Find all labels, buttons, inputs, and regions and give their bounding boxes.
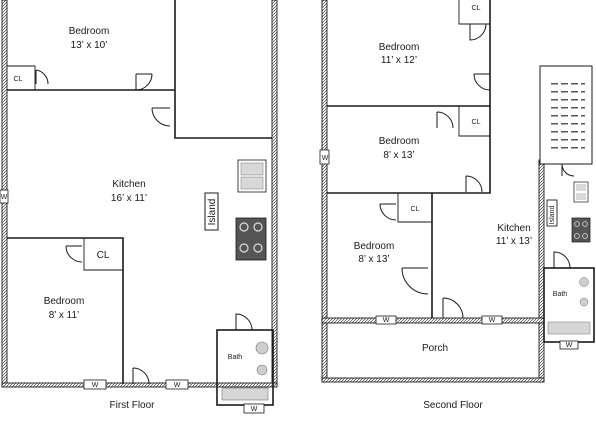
sf-bedroom-a-door bbox=[473, 73, 491, 91]
ff-island-label: Island bbox=[207, 199, 218, 226]
ff-window-bath bbox=[243, 403, 265, 414]
ff-closet-top-wall bbox=[7, 65, 36, 90]
sf-porch-south-wall bbox=[321, 377, 545, 383]
ff-burner-3 bbox=[239, 243, 249, 253]
sf-window-south-2 bbox=[481, 315, 503, 325]
sf-west-wall bbox=[321, 0, 328, 383]
ff-tub bbox=[221, 387, 269, 401]
sf-closet-b-wall bbox=[458, 106, 490, 137]
sf-island bbox=[546, 199, 558, 227]
ff-window-west-mark: W bbox=[1, 194, 8, 201]
ff-kitchen-north-wall bbox=[174, 0, 272, 139]
ff-bath-door bbox=[235, 313, 253, 331]
ff-closet-mid-door bbox=[65, 245, 83, 263]
ff-bedroom-bottom-name: Bedroom bbox=[44, 296, 85, 307]
sf-bedroom-c-door bbox=[401, 267, 429, 295]
second-floor: CL Bedroom 11’ x 12’ CL Bedroom 8’ x 13’… bbox=[319, 0, 595, 411]
ff-closet-mid-wall bbox=[83, 238, 123, 271]
sf-burner-4 bbox=[582, 233, 588, 239]
sf-bedroom-b-name: Bedroom bbox=[379, 136, 420, 147]
sf-burner-1 bbox=[574, 221, 580, 227]
sf-porch-label: Porch bbox=[422, 343, 448, 354]
sf-cabinet-shelves bbox=[549, 78, 585, 150]
ff-kitchen-door bbox=[151, 107, 171, 127]
sf-bath-door bbox=[553, 251, 571, 269]
ff-bedroom-bottom-door bbox=[132, 367, 150, 385]
ff-bedroom-top-size: 13’ x 10’ bbox=[71, 40, 108, 51]
ff-burner-2 bbox=[253, 222, 263, 232]
sf-sink-basin-1 bbox=[576, 184, 586, 191]
sf-toilet bbox=[579, 277, 589, 287]
sf-bedroom-b-door bbox=[465, 175, 483, 193]
sf-bedroom-a-size: 11’ x 12’ bbox=[381, 55, 417, 66]
sf-caption: Second Floor bbox=[423, 400, 483, 411]
ff-sink-basin-2 bbox=[240, 176, 264, 190]
sf-bedroom-b-wall bbox=[327, 106, 491, 194]
sf-sink-basin-2 bbox=[576, 193, 586, 200]
ff-bath-label: Bath bbox=[228, 354, 243, 361]
ff-caption: First Floor bbox=[110, 400, 156, 411]
sf-window-south-1-mark: W bbox=[383, 317, 390, 324]
sf-closet-c-door bbox=[379, 203, 397, 221]
sf-burner-2 bbox=[582, 221, 588, 227]
sf-window-west-mark: W bbox=[322, 155, 329, 162]
ff-toilet bbox=[255, 341, 269, 355]
ff-kitchen-name: Kitchen bbox=[112, 179, 145, 190]
ff-island bbox=[204, 192, 219, 231]
ff-bedroom-top-door bbox=[135, 73, 153, 91]
ff-window-south-1 bbox=[83, 379, 107, 390]
ff-sink-bath bbox=[256, 364, 268, 376]
ff-kitchen-size: 16’ x 11’ bbox=[111, 193, 147, 204]
ff-window-south-2-mark: W bbox=[174, 382, 181, 389]
sf-window-south-2-mark: W bbox=[489, 317, 496, 324]
sf-porch-north-wall bbox=[321, 317, 545, 324]
ff-closet-top-label: CL bbox=[14, 76, 23, 83]
sf-bedroom-b-size: 8’ x 13’ bbox=[383, 150, 414, 161]
sf-closet-top-label: CL bbox=[472, 5, 481, 12]
sf-burner-3 bbox=[574, 233, 580, 239]
sf-closet-top-door bbox=[469, 23, 487, 41]
ff-bedroom-top-name: Bedroom bbox=[69, 26, 110, 37]
sf-kitchen-size: 11’ x 13’ bbox=[496, 236, 532, 247]
sf-tub bbox=[547, 321, 591, 335]
ff-closet-top-door bbox=[35, 69, 49, 85]
sf-closet-c-label: CL bbox=[411, 206, 420, 213]
sf-bedroom-c-size: 8’ x 13’ bbox=[358, 254, 389, 265]
ff-sink-basin-1 bbox=[240, 162, 264, 176]
sf-window-bath-mark: W bbox=[566, 342, 573, 349]
first-floor: Bedroom 13’ x 10’ CL Kitchen 16’ x 11’ I… bbox=[0, 0, 278, 414]
sf-window-bath bbox=[559, 340, 579, 350]
ff-bedroom-bottom-size: 8’ x 11’ bbox=[49, 310, 80, 321]
sf-bath-label: Bath bbox=[553, 291, 568, 298]
sf-cabinet-door bbox=[561, 163, 575, 177]
sf-window-south-1 bbox=[375, 315, 397, 325]
ff-closet-mid-label: CL bbox=[97, 250, 110, 261]
sf-closet-c-wall bbox=[397, 193, 432, 223]
ff-window-west bbox=[0, 189, 9, 204]
sf-bedroom-a-name: Bedroom bbox=[379, 42, 420, 53]
ff-burner-1 bbox=[239, 222, 249, 232]
ff-window-bath-mark: W bbox=[251, 406, 258, 413]
sf-stove bbox=[571, 217, 591, 243]
ff-east-wall bbox=[271, 0, 278, 387]
sf-bedroom-c-name: Bedroom bbox=[354, 241, 395, 252]
sf-hall-door bbox=[442, 297, 464, 319]
sf-closet-b-door bbox=[436, 111, 454, 129]
ff-bedroom-bottom-wall bbox=[7, 237, 124, 384]
sf-bath-sink bbox=[579, 297, 589, 307]
sf-island-label: Island bbox=[549, 206, 556, 225]
sf-bedroom-a-wall bbox=[327, 0, 491, 107]
ff-south-wall bbox=[1, 382, 278, 388]
ff-burner-4 bbox=[253, 243, 263, 253]
sf-closet-top-wall bbox=[458, 0, 490, 25]
sf-closet-b-label: CL bbox=[472, 119, 481, 126]
ff-window-south-2 bbox=[165, 379, 189, 390]
sf-kitchen-name: Kitchen bbox=[497, 223, 530, 234]
ff-window-south-1-mark: W bbox=[92, 382, 99, 389]
sf-window-west bbox=[319, 149, 330, 165]
